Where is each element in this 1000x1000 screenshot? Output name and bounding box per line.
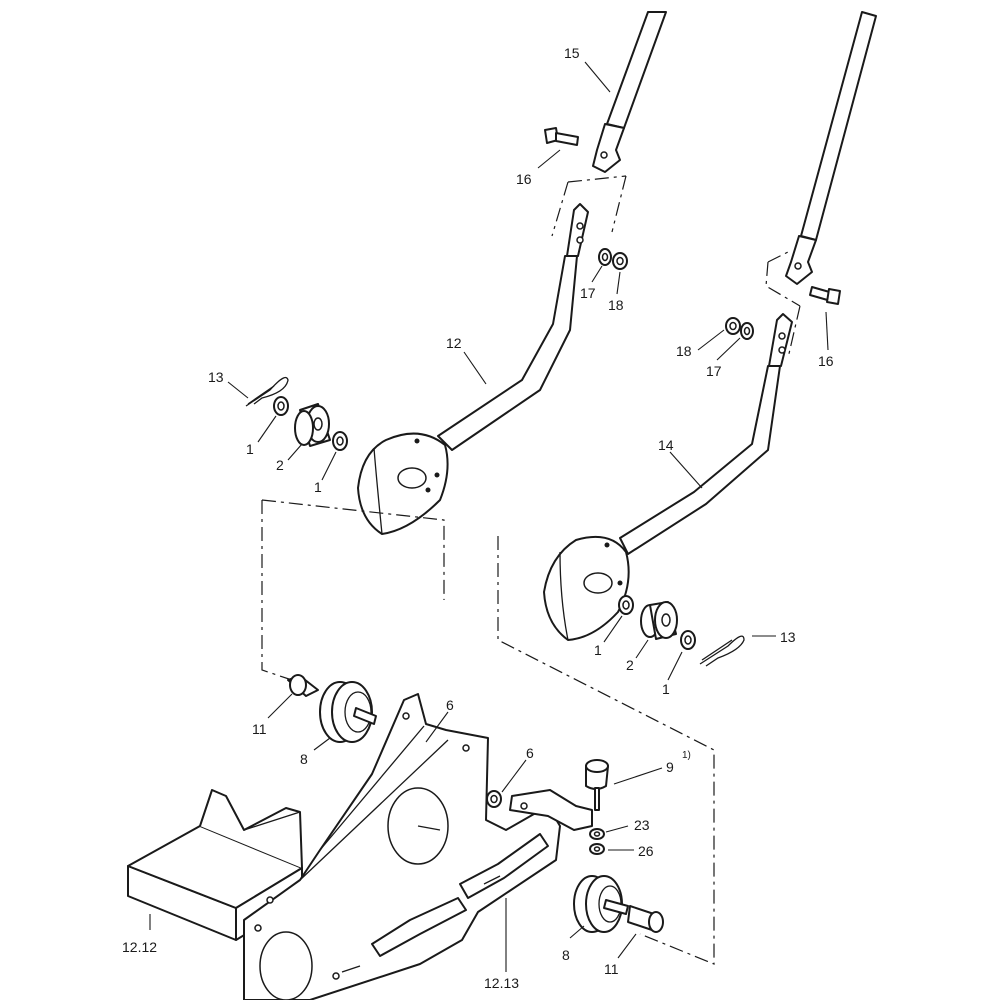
dashed-link-left-lever: [261, 499, 445, 681]
callout-1-left-a: 1: [246, 441, 254, 457]
control-rod-left-upper: [592, 11, 667, 173]
dashed-link-upper-left: [551, 175, 627, 237]
callout-26: 26: [638, 843, 654, 859]
spring-clip-13-left: [245, 376, 289, 407]
nut-18-right: [725, 317, 741, 335]
knob-9: [585, 759, 609, 811]
lever-12: [357, 203, 589, 535]
callout-11-right: 11: [604, 961, 619, 977]
callout-1-left-b: 1: [314, 479, 322, 495]
callout-9-footnote: 1): [682, 750, 691, 761]
lever-14: [543, 313, 793, 641]
dashed-link-upper-right: [765, 249, 801, 359]
pulley-8-left: [319, 681, 377, 743]
roller-2-left: [294, 403, 331, 447]
callout-18-right: 18: [676, 343, 692, 359]
callout-8-left: 8: [300, 751, 308, 767]
callout-17-right: 17: [706, 363, 722, 379]
callout-15: 15: [564, 45, 580, 61]
bushing-1-right-a: [618, 595, 634, 615]
nut-6-right: [486, 790, 502, 808]
callout-12-13: 12.13: [484, 975, 519, 991]
callout-12: 12: [446, 335, 462, 351]
callout-9: 9: [666, 759, 674, 775]
callout-23: 23: [634, 817, 650, 833]
callout-2-right: 2: [626, 657, 634, 673]
washer-17-left: [598, 248, 612, 266]
callout-2-left: 2: [276, 457, 284, 473]
callout-13-right: 13: [780, 629, 796, 645]
callout-14: 14: [658, 437, 674, 453]
callout-17-left: 17: [580, 285, 596, 301]
dashed-link-right-lever: [497, 536, 715, 965]
bracket-plate: [509, 789, 593, 831]
callout-1-right-b: 1: [662, 681, 670, 697]
washer-23: [589, 828, 605, 840]
callout-16-right: 16: [818, 353, 834, 369]
washer-17-right: [740, 322, 754, 340]
pin-11-right: [627, 905, 664, 933]
callout-12-12: 12.12: [122, 939, 157, 955]
callout-11-left: 11: [252, 721, 267, 737]
control-rod-right-upper: [785, 11, 877, 285]
bushing-1-left-b: [332, 431, 348, 451]
frame-plate-12-13: [243, 693, 561, 1000]
callout-16-left: 16: [516, 171, 532, 187]
roller-2-right: [640, 601, 678, 640]
callout-6-right: 6: [526, 745, 534, 761]
callout-8-right: 8: [562, 947, 570, 963]
nut-18-left: [612, 252, 628, 270]
bushing-1-left-a: [273, 396, 289, 416]
callout-1-right-a: 1: [594, 642, 602, 658]
callout-13-left: 13: [208, 369, 224, 385]
bolt-16-left: [544, 127, 579, 146]
bolt-16-right: [809, 286, 841, 305]
spring-clip-13-right: [699, 635, 745, 667]
pin-11-left: [287, 674, 319, 697]
bushing-1-right-b: [680, 630, 696, 650]
callout-18-left: 18: [608, 297, 624, 313]
leader-lines: [149, 61, 829, 972]
pulley-8-right: [573, 875, 629, 933]
nut-26: [589, 843, 605, 855]
callout-6-left: 6: [446, 697, 454, 713]
